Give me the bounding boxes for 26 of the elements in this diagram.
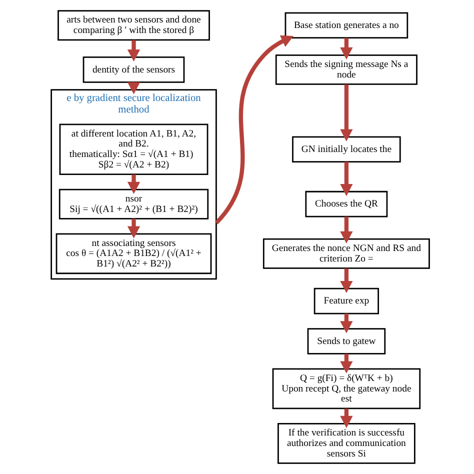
- arrow: [340, 162, 352, 196]
- arrow: [340, 38, 352, 60]
- node-box: Base station generates a no: [284, 12, 408, 39]
- node-box: Sends the signing message Ns a node: [274, 54, 417, 85]
- arrow: [126, 40, 140, 62]
- node-box: Chooses the QR: [304, 190, 388, 218]
- arrow: [340, 314, 352, 334]
- node-box: Sends to gatew: [306, 328, 386, 354]
- arrow: [214, 35, 294, 224]
- node-box: Feature exp: [313, 288, 378, 314]
- node-box: nt associating sensors cos θ = (A1A2 + B1B2) / (√(A1² + B1²) √(A2² + B2²)): [55, 233, 212, 274]
- arrow: [126, 174, 140, 194]
- arrow: [340, 408, 352, 428]
- arrow: [340, 84, 352, 142]
- arrow: [340, 354, 352, 374]
- arrow: [126, 218, 140, 238]
- node-box: Generates the nonce NGN and RS and criterion Zo =: [262, 238, 430, 269]
- arrow: [340, 216, 352, 244]
- arrow: [340, 268, 352, 294]
- node-box: nsor Sij = √((A1 + A2)² + (B1 + B2)²): [58, 188, 208, 220]
- node-box: arts between two sensors and done comparing β ′ with the stored β: [57, 10, 210, 41]
- node-box: dentity of the sensors: [82, 56, 184, 83]
- node-box: GN initially locates the: [292, 136, 400, 163]
- node-box: Q = g(Fi) = δ(WᵀK + b) Upon recept Q, the gateway node est: [272, 368, 420, 410]
- node-box: at different location A1, B1, A2, and B2. thematically: Sα1 = √(A1 + B1) Sβ2 = √(A2 + B2): [58, 124, 208, 175]
- node-box: If the verification is successfu authorizes and communication sensors Si: [277, 423, 415, 464]
